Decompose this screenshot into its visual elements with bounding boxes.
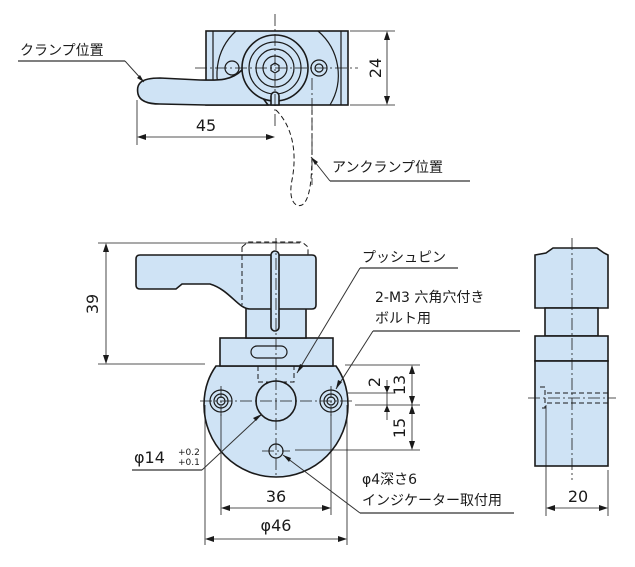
dim-2-text: 2: [365, 377, 384, 387]
bolt-label-line2: ボルト用: [375, 311, 431, 327]
arrow-icon: [205, 536, 214, 542]
indicator-label-line1: φ4深さ6: [362, 472, 417, 488]
middle-slot: [250, 345, 288, 359]
arrow-icon: [546, 505, 555, 511]
dim-24-text: 24: [366, 58, 385, 78]
dim-36-text: 36: [266, 487, 286, 506]
arrow-icon: [384, 31, 390, 40]
arrow-icon: [221, 505, 230, 511]
arrow-icon: [137, 75, 144, 82]
arrow-icon: [384, 96, 390, 105]
arrow-icon: [384, 405, 390, 412]
front-view: 39 2 13 15 36 φ46 φ14 +0.2 +0.1: [83, 238, 520, 545]
side-view: 20: [528, 238, 616, 516]
bolt-leader: [335, 330, 374, 390]
bore-tol-lower: +0.1: [178, 458, 200, 468]
clamp-handle: [136, 68, 270, 106]
dim-46-text: φ46: [261, 516, 292, 535]
arrow-icon: [266, 134, 275, 140]
arrow-icon: [322, 505, 331, 511]
bolt-label-line1: 2-M3 六角穴付き: [375, 290, 484, 306]
handle-top-hidden: [241, 241, 309, 255]
arrow-icon: [336, 380, 342, 389]
side-base: [534, 360, 609, 467]
arrow-icon: [253, 414, 262, 421]
arrow-icon: [283, 455, 291, 462]
arrow-icon: [409, 396, 415, 405]
dim-45-text: 45: [196, 116, 216, 135]
arrow-icon: [599, 505, 608, 511]
side-hidden-notch: [540, 386, 546, 409]
indicator-leader: [282, 454, 361, 514]
arrow-icon: [103, 355, 109, 364]
arrow-icon: [338, 536, 347, 542]
arrow-icon: [103, 243, 109, 252]
dim-39-text: 39: [83, 294, 102, 314]
side-neck: [544, 307, 599, 337]
arrow-icon: [311, 157, 318, 165]
clamp-position-label: クランプ位置: [20, 43, 104, 59]
unclamp-position-label: アンクランプ位置: [332, 160, 443, 176]
side-cap: [534, 247, 609, 309]
side-middle: [534, 335, 609, 362]
push-pin-label: プッシュピン: [362, 250, 446, 266]
front-handle: [135, 254, 317, 310]
dim-20-text: 20: [568, 487, 588, 506]
arrow-icon: [297, 364, 304, 373]
push-pin: [270, 250, 280, 332]
push-pin-leader: [296, 267, 361, 374]
arrow-icon: [409, 405, 415, 414]
arrow-icon: [137, 134, 146, 140]
indicator-label-line2: インジケーター取付用: [362, 493, 502, 509]
top-view: 24 45 クランプ位置 アンクランプ位置: [18, 14, 470, 207]
dim-13-text: 13: [390, 375, 409, 395]
bore-dia-text: φ14: [134, 448, 165, 467]
unclamp-phantom-handle: [275, 109, 313, 207]
arrow-icon: [384, 386, 390, 393]
dim-15-text: 15: [390, 418, 409, 438]
top-arc-right: [317, 30, 339, 106]
arrow-icon: [409, 365, 415, 374]
arrow-icon: [409, 441, 415, 450]
bore-tol-upper: +0.2: [178, 448, 200, 458]
bore-leader: [201, 413, 263, 471]
hex-socket-icon: [270, 62, 280, 74]
